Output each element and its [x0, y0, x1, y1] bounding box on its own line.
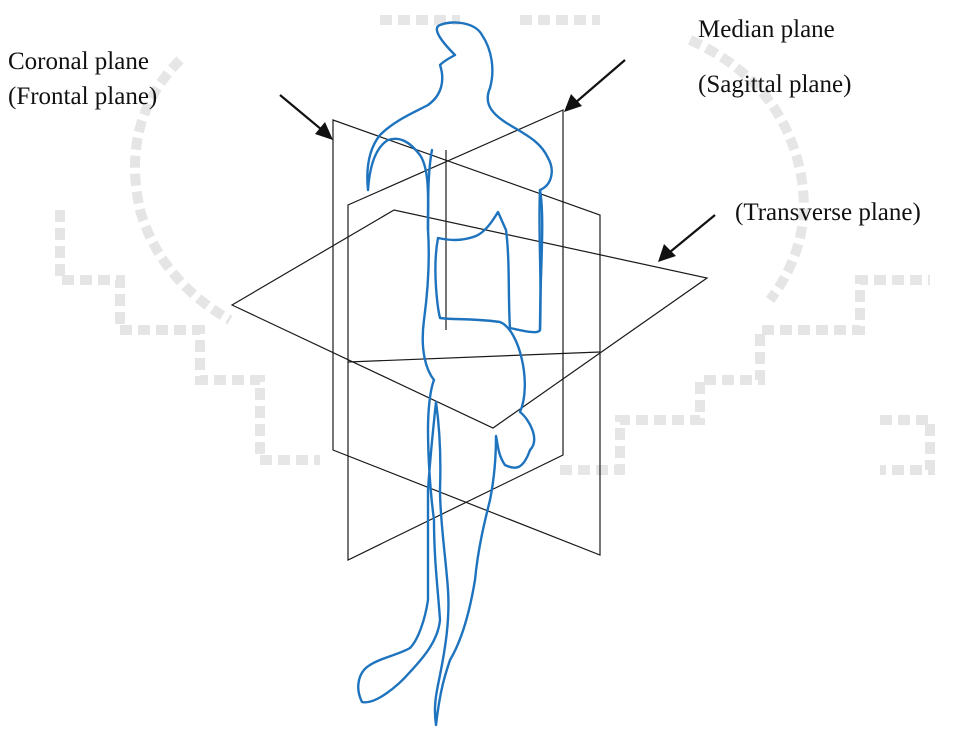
- sagittal-plane-label: (Sagittal plane): [698, 71, 851, 98]
- coronal-plane: [333, 120, 600, 555]
- coronal-arrow: [280, 95, 333, 140]
- frontal-plane-label: (Frontal plane): [8, 83, 157, 110]
- median-plane: [348, 110, 563, 560]
- plane-intersection-horizontal: [348, 352, 600, 362]
- transverse-plane-label: (Transverse plane): [735, 199, 921, 226]
- median-arrow: [564, 60, 625, 112]
- coronal-plane-label: Coronal plane: [8, 48, 149, 75]
- median-plane-label: Median plane: [698, 16, 835, 43]
- transverse-arrow: [658, 215, 715, 262]
